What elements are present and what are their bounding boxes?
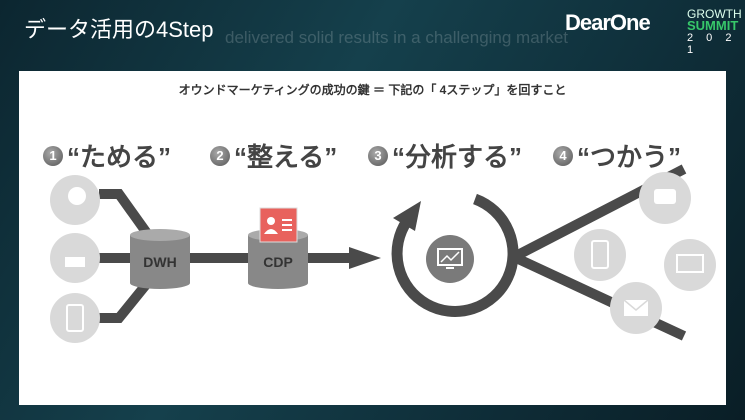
channel-icons (574, 172, 716, 334)
step-label: “整える” (234, 142, 338, 172)
step-label: “つかう” (577, 142, 682, 172)
step-1-heading: 1 “ためる” (43, 137, 171, 174)
customer-card-icon (259, 207, 298, 243)
step-number-badge: 2 (210, 145, 230, 166)
cycle-arrow-head (393, 201, 421, 231)
monitor-icon (664, 239, 716, 291)
slide-title: データ活用の4Step (24, 17, 214, 42)
step-number-badge: 3 (368, 145, 388, 166)
smartphone-icon (574, 229, 626, 281)
step-label: “ためる” (67, 142, 172, 172)
summit-year: 2 0 2 1 (687, 32, 737, 56)
step-4-heading: 4 “つかう” (553, 137, 681, 174)
step-label: “分析する” (392, 142, 523, 172)
slide-panel: オウンドマーケティングの成功の鍵 ＝ 下記の「 4ステップ」を回すこと DW (19, 71, 726, 405)
connector-line (99, 277, 153, 323)
step-3-heading: 3 “分析する” (368, 137, 522, 174)
arrow-head (349, 247, 381, 269)
cycle-arrow (391, 193, 519, 317)
flow-diagram: DWH CDP (50, 164, 716, 343)
source-icons (50, 175, 100, 343)
background-text: delivered solid results in a challenging… (225, 28, 569, 47)
dwh-cylinder (130, 229, 190, 289)
step-2-heading: 2 “整える” (210, 137, 337, 174)
step-number-badge: 4 (553, 145, 573, 166)
growth-summit-logo: GROWTH SUMMIT 2 0 2 1 (687, 8, 745, 56)
smartphone-icon (50, 293, 100, 343)
cdp-label: CDP (263, 254, 293, 270)
connector-line (99, 189, 154, 239)
slide-subtitle: オウンドマーケティングの成功の鍵 ＝ 下記の「 4ステップ」を回すこと (178, 83, 567, 97)
dearone-logo: DearOne (565, 10, 651, 35)
summit-line2: SUMMIT (687, 18, 739, 33)
dwh-label: DWH (143, 254, 176, 270)
summit-line1: GROWTH (687, 7, 742, 21)
step-number-badge: 1 (43, 145, 63, 166)
analytics-monitor-icon (426, 235, 474, 283)
